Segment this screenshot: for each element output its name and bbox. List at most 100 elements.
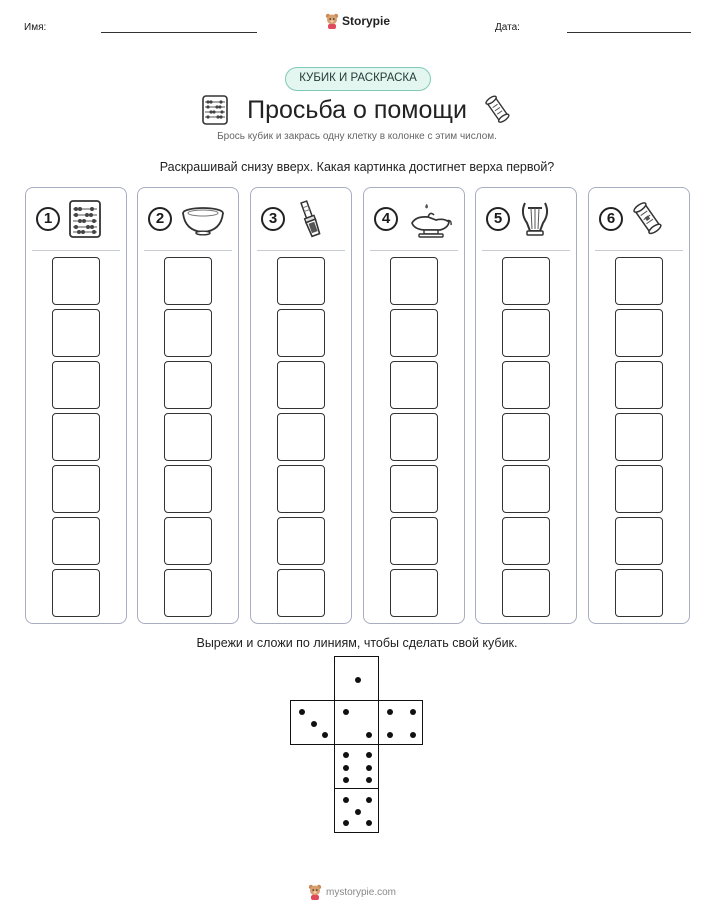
race-column: 6 — [588, 187, 690, 624]
dice-pip — [343, 751, 350, 758]
dice-pip — [365, 764, 372, 771]
abacus-icon — [68, 199, 102, 244]
color-cell[interactable] — [277, 413, 325, 461]
brand-name: Storypie — [342, 14, 391, 28]
dice-pip — [310, 720, 317, 727]
color-cell[interactable] — [164, 309, 212, 357]
dice-pip — [354, 676, 361, 683]
dice-pip — [365, 751, 372, 758]
column-header: 3 — [251, 188, 351, 250]
lyre-icon — [518, 199, 552, 244]
title-row: Просьба о помощи — [0, 94, 714, 128]
race-column: 3 — [250, 187, 352, 624]
color-cell[interactable] — [164, 517, 212, 565]
column-number: 5 — [486, 207, 510, 231]
color-cell[interactable] — [277, 257, 325, 305]
color-cell[interactable] — [502, 257, 550, 305]
bear-mascot-icon — [325, 13, 339, 29]
color-cell[interactable] — [390, 309, 438, 357]
column-divider — [257, 250, 345, 251]
color-cell[interactable] — [615, 569, 663, 617]
column-number: 2 — [148, 207, 172, 231]
color-cell[interactable] — [164, 361, 212, 409]
column-header: 6 — [589, 188, 689, 250]
name-field[interactable] — [101, 32, 257, 33]
color-cell[interactable] — [277, 517, 325, 565]
color-cell[interactable] — [52, 413, 100, 461]
dice-face — [334, 656, 379, 701]
color-cell[interactable] — [52, 361, 100, 409]
color-cell[interactable] — [615, 309, 663, 357]
color-cell[interactable] — [615, 465, 663, 513]
color-cell[interactable] — [390, 465, 438, 513]
column-divider — [32, 250, 120, 251]
color-cell[interactable] — [502, 517, 550, 565]
color-cell[interactable] — [615, 517, 663, 565]
dice-face — [290, 700, 335, 745]
color-cell[interactable] — [277, 309, 325, 357]
footer: mystorypie.com — [308, 884, 396, 900]
oil-lamp-icon — [406, 199, 452, 244]
date-label: Дата: — [495, 22, 520, 33]
color-cell[interactable] — [390, 569, 438, 617]
bowl-icon — [180, 199, 226, 244]
dice-pip — [299, 709, 306, 716]
brand-logo: Storypie — [325, 13, 390, 29]
color-cell[interactable] — [52, 309, 100, 357]
column-header: 1 — [26, 188, 126, 250]
column-header: 5 — [476, 188, 576, 250]
column-header: 4 — [364, 188, 464, 250]
color-cell[interactable] — [390, 257, 438, 305]
color-cell[interactable] — [164, 569, 212, 617]
column-divider — [595, 250, 683, 251]
dice-pip — [343, 797, 350, 804]
dice-pip — [365, 797, 372, 804]
instruction: Раскрашивай снизу вверх. Какая картинка … — [159, 160, 555, 174]
date-field[interactable] — [567, 32, 691, 33]
dice-pip — [365, 819, 372, 826]
color-cell[interactable] — [390, 361, 438, 409]
color-cell[interactable] — [52, 257, 100, 305]
dice-face — [334, 700, 379, 745]
color-cell[interactable] — [502, 413, 550, 461]
color-cell[interactable] — [502, 569, 550, 617]
color-cell[interactable] — [502, 309, 550, 357]
dice-pip — [343, 819, 350, 826]
column-divider — [370, 250, 458, 251]
dice-pip — [354, 808, 361, 815]
column-divider — [144, 250, 232, 251]
color-cell[interactable] — [52, 569, 100, 617]
dice-pip — [343, 709, 350, 716]
color-cell[interactable] — [164, 413, 212, 461]
color-cell[interactable] — [615, 413, 663, 461]
color-cell[interactable] — [390, 517, 438, 565]
page-title: Просьба о помощи — [247, 96, 467, 124]
color-cell[interactable] — [390, 413, 438, 461]
color-cell[interactable] — [615, 361, 663, 409]
dice-pip — [321, 731, 328, 738]
dice-pip — [343, 777, 350, 784]
column-number: 6 — [599, 207, 623, 231]
color-cell[interactable] — [615, 257, 663, 305]
color-cell[interactable] — [502, 361, 550, 409]
column-number: 3 — [261, 207, 285, 231]
dice-pip — [365, 731, 372, 738]
color-cell[interactable] — [164, 465, 212, 513]
bear-mascot-icon — [308, 884, 322, 900]
scroll-icon — [484, 94, 512, 131]
column-header: 2 — [138, 188, 238, 250]
name-label: Имя: — [24, 22, 47, 33]
color-cell[interactable] — [277, 569, 325, 617]
footer-url: mystorypie.com — [326, 886, 397, 898]
color-cell[interactable] — [277, 361, 325, 409]
color-cell[interactable] — [502, 465, 550, 513]
race-column: 2 — [137, 187, 239, 624]
color-cell[interactable] — [52, 517, 100, 565]
scroll-icon — [631, 199, 665, 244]
color-cell[interactable] — [164, 257, 212, 305]
dice-pip — [387, 731, 394, 738]
dice-pip — [387, 709, 394, 716]
subtitle: Брось кубик и закрась одну клетку в коло… — [217, 131, 497, 142]
color-cell[interactable] — [52, 465, 100, 513]
color-cell[interactable] — [277, 465, 325, 513]
